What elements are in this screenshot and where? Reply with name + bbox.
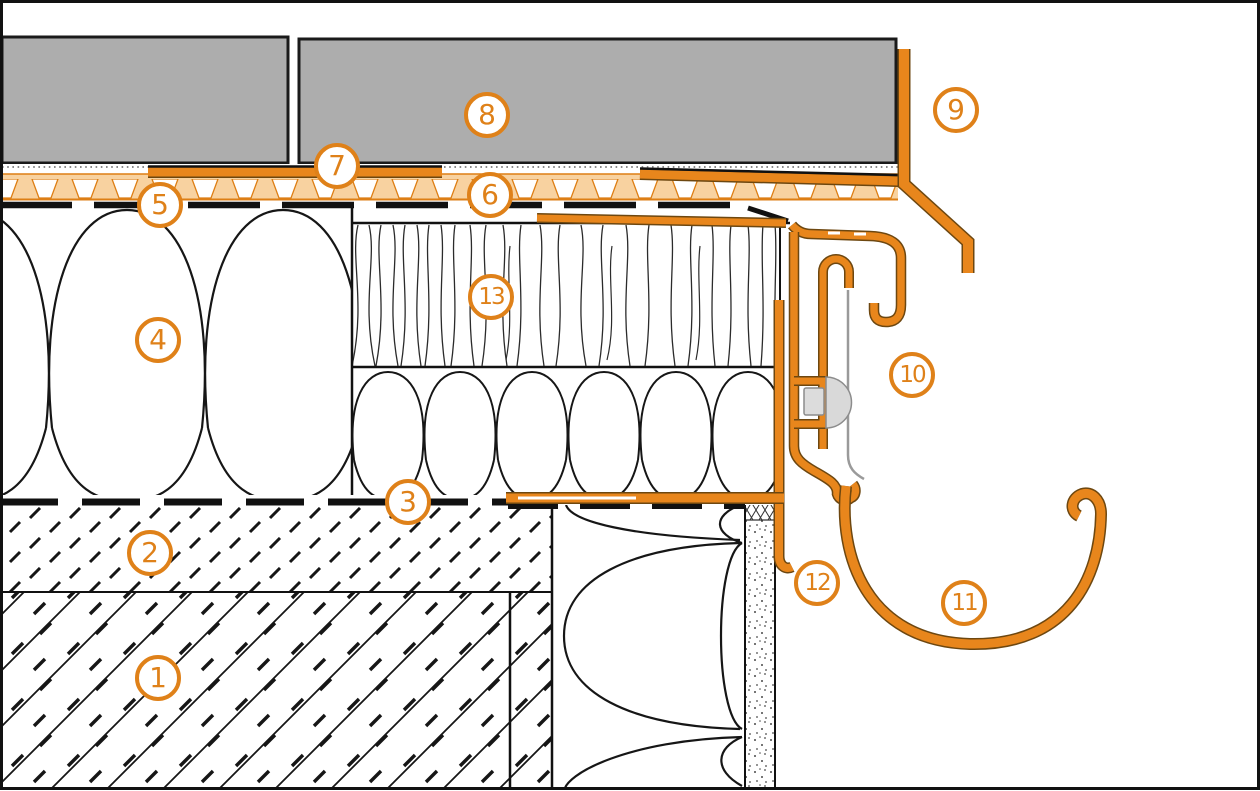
roof-panel-left (0, 35, 290, 165)
eaves-fascia-trim (536, 213, 907, 506)
roof-panels (0, 35, 898, 165)
verge-trim (897, 49, 975, 273)
callout-9: 9 (933, 87, 979, 133)
callout-5-number: 5 (151, 188, 169, 221)
callout-11: 11 (941, 580, 987, 626)
callout-7: 7 (314, 143, 360, 189)
callout-8: 8 (464, 92, 510, 138)
callout-5: 5 (137, 182, 183, 228)
callout-6: 6 (467, 172, 513, 218)
callout-10: 10 (889, 352, 935, 398)
callout-4: 4 (135, 317, 181, 363)
callout-13: 13 (468, 274, 514, 320)
callout-2-number: 2 (141, 536, 159, 569)
callout-7-number: 7 (328, 149, 346, 182)
callout-4-number: 4 (149, 323, 167, 356)
wood-grain (353, 224, 778, 366)
screed-layer (0, 507, 552, 593)
callout-12: 12 (794, 560, 840, 606)
roof-insulation (2, 207, 352, 502)
callout-2: 2 (127, 530, 173, 576)
concrete-slab (0, 505, 554, 789)
callout-3-number: 3 (399, 485, 417, 518)
callout-10-number: 10 (899, 361, 926, 388)
callout-1: 1 (135, 655, 181, 701)
callout-11-number: 11 (951, 589, 978, 616)
callout-1-number: 1 (149, 661, 167, 694)
wall-flashing (506, 300, 795, 574)
gutter-strap (846, 290, 865, 481)
callout-12-number: 12 (804, 569, 831, 596)
callout-9-number: 9 (947, 93, 965, 126)
bracket-with-bolt (794, 376, 853, 429)
callout-3: 3 (385, 479, 431, 525)
bolt-head (825, 376, 853, 429)
callout-6-number: 6 (481, 178, 499, 211)
separating-membrane (2, 164, 898, 170)
roof-panel-right (297, 37, 898, 165)
battens (148, 165, 899, 187)
vapour-layer-bottom (0, 495, 510, 507)
gutter (838, 485, 1108, 651)
render-layer (744, 505, 776, 789)
lower-insulation (352, 368, 780, 502)
callout-13-number: 13 (478, 283, 505, 310)
callout-8-number: 8 (478, 98, 496, 131)
